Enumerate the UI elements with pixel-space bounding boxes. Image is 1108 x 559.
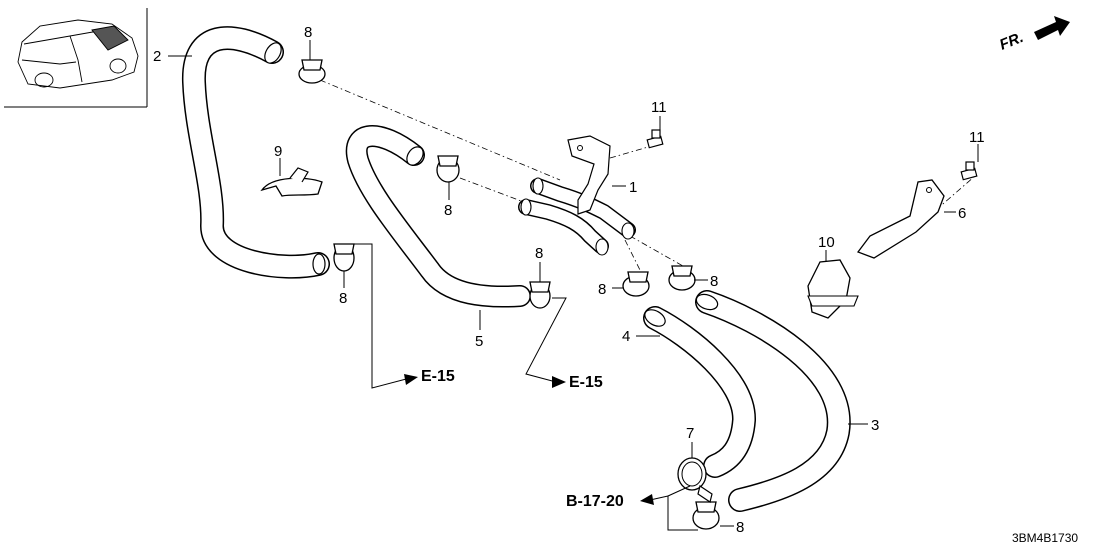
front-arrow-icon bbox=[1034, 16, 1070, 40]
hose-3 bbox=[695, 290, 851, 512]
ref-b17-20[interactable]: B-17-20 bbox=[566, 493, 624, 510]
label-part-5: 5 bbox=[475, 333, 483, 350]
label-part-1: 1 bbox=[629, 179, 637, 196]
label-part-7: 7 bbox=[686, 425, 694, 442]
front-label: FR. bbox=[997, 29, 1026, 54]
clamp-8-e bbox=[622, 271, 650, 297]
hose-2 bbox=[181, 26, 330, 279]
label-part-9: 9 bbox=[274, 143, 282, 160]
part-labels: 2 1 6 3 4 5 9 10 11 11 7 8 8 8 8 8 8 8 bbox=[153, 24, 985, 536]
label-part-11-b: 11 bbox=[969, 129, 985, 146]
label-part-10: 10 bbox=[818, 234, 835, 251]
joint-pipe-assembly bbox=[518, 135, 636, 256]
label-part-6: 6 bbox=[958, 205, 966, 222]
front-direction-indicator: FR. bbox=[997, 16, 1070, 54]
label-part-8-e: 8 bbox=[598, 281, 606, 298]
ref-e15-right[interactable]: E-15 bbox=[569, 374, 603, 391]
label-part-8-g: 8 bbox=[736, 519, 744, 536]
vehicle-icon bbox=[17, 19, 139, 89]
diagram-code: 3BM4B1730 bbox=[1012, 531, 1078, 545]
label-part-8-a: 8 bbox=[304, 24, 312, 41]
vehicle-locator-inset bbox=[4, 8, 148, 108]
label-leaders bbox=[168, 40, 979, 531]
bolt-11-a bbox=[646, 129, 664, 149]
hose-5 bbox=[345, 125, 531, 308]
clamp-8-g bbox=[692, 501, 720, 530]
label-part-4: 4 bbox=[622, 328, 630, 345]
clamp-8-a bbox=[298, 59, 326, 84]
reference-labels: E-15 E-15 B-17-20 bbox=[421, 368, 624, 510]
ref-e15-left[interactable]: E-15 bbox=[421, 368, 455, 385]
clamp-8-b bbox=[436, 155, 460, 183]
holder-9 bbox=[260, 167, 323, 197]
label-part-8-f: 8 bbox=[710, 273, 718, 290]
hose-4 bbox=[643, 306, 756, 478]
label-part-8-c: 8 bbox=[339, 290, 347, 307]
label-part-8-b: 8 bbox=[444, 202, 452, 219]
label-part-2: 2 bbox=[153, 48, 161, 65]
label-part-8-d: 8 bbox=[535, 245, 543, 262]
clamp-8-c bbox=[333, 243, 355, 272]
label-part-11-a: 11 bbox=[651, 99, 667, 116]
holder-10 bbox=[807, 259, 859, 319]
clamp-8-f bbox=[668, 265, 696, 291]
bracket-6 bbox=[856, 179, 945, 259]
label-part-3: 3 bbox=[871, 417, 879, 434]
clamp-8-d bbox=[529, 281, 551, 309]
bolt-11-b bbox=[960, 161, 978, 181]
